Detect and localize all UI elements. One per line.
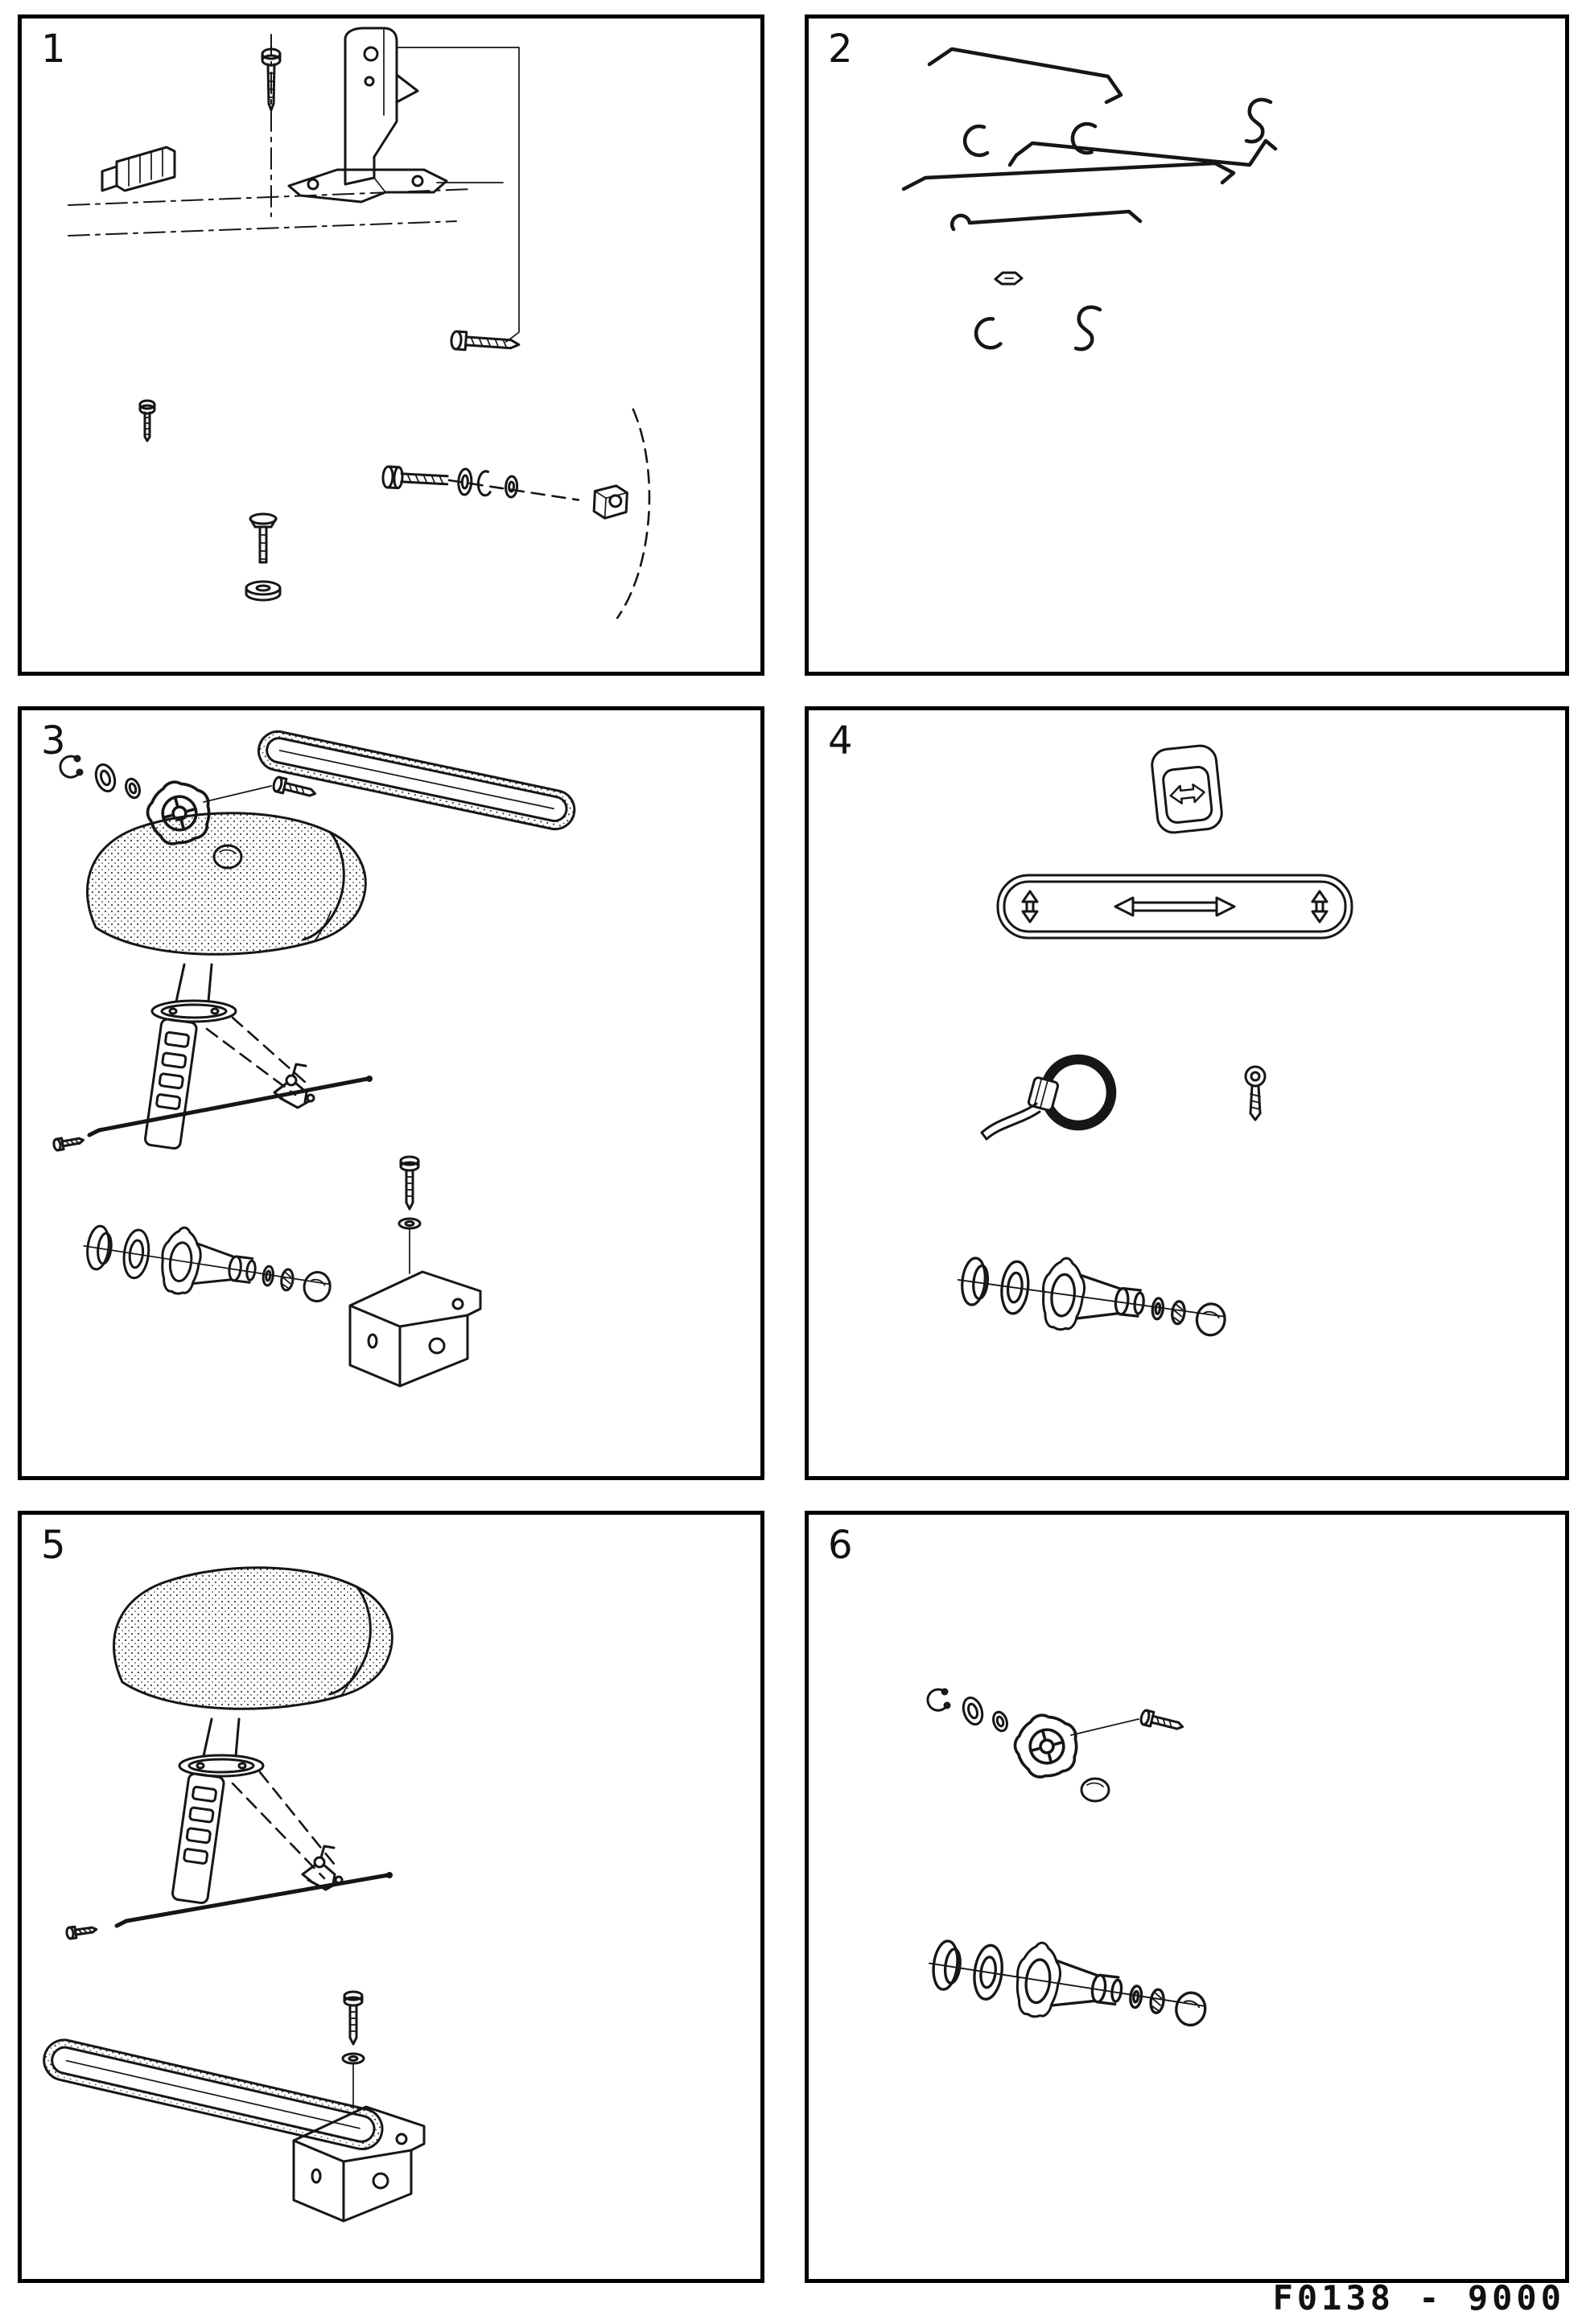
head-restraint-front-illustration [52,730,576,1388]
figure-code: F0138 - 9000 [1272,2278,1565,2318]
panel-number: 6 [828,1523,853,1568]
eye-screw-drawing [1244,1065,1267,1121]
head-restraint-post-drawing [144,963,237,1150]
mounting-bracket-drawing [287,27,448,204]
tapping-screw-drawing [450,330,521,352]
panel-number: 3 [41,718,66,763]
trim-pad-drawing [996,874,1353,940]
clip-nut-drawing [592,484,628,520]
up-down-arrow-icon [1021,890,1039,923]
star-knob-drawing [1013,1713,1078,1779]
lock-rod-drawing [901,161,1236,191]
torsion-rod-drawing [114,1872,393,1928]
bracket-body-drawing [292,2105,426,2223]
c-clip-drawing [1070,121,1098,155]
adjuster-button-illustration [957,744,1353,1337]
panel-3: 3 [18,706,764,1480]
guide-sleeve-assembly-drawing [929,1939,1207,2027]
knob-screw-drawing [1139,1709,1184,1730]
panel-number: 1 [41,27,66,72]
head-restraint-cushion-drawing [112,1566,393,1710]
loop-rod-drawing [950,209,1143,232]
lock-rods-illustration [901,47,1278,352]
knob-and-guide-sleeve-illustration [926,1688,1207,2027]
up-down-arrow-icon [1311,890,1329,923]
head-restraint-post-drawing [171,1717,265,1905]
s-hook-drawing [1073,305,1102,352]
guide-sleeve-assembly-drawing [957,1247,1226,1337]
small-screw-drawing [52,1137,84,1152]
lock-rod-drawing [927,47,1123,105]
small-screw-drawing [138,399,156,442]
flat-screw-and-washer-drawing [245,512,282,602]
slide-button-drawing [1151,744,1223,834]
c-clip-drawing [974,317,1003,350]
spring-clip-drawing [273,1063,315,1109]
bracket-screw-drawing [341,1990,365,2109]
ribbed-clip-drawing [101,146,176,192]
head-restraint-cushion-drawing [85,812,367,956]
torsion-rod-drawing [87,1076,373,1137]
centerline [68,220,457,237]
trim-strip-drawing [257,730,576,831]
c-clip-drawing [962,124,990,158]
panel-2: 2 [805,14,1569,676]
panel-5: 5 [18,1511,764,2283]
left-right-arrow-icon [1169,783,1205,804]
hose-clamp-drawing [980,1054,1117,1141]
panel-number: 4 [828,718,853,763]
small-screw-drawing [65,1925,98,1940]
leader-line [231,1016,307,1084]
bracket-screw-drawing [398,1155,422,1274]
small-clip-drawing [994,271,1024,286]
bracket-and-fasteners-illustration [68,27,651,619]
panel-6: 6 [805,1511,1569,2283]
bracket-body-drawing [348,1270,482,1388]
left-right-arrow-icon [1114,896,1236,917]
knob-screw-drawing [272,775,317,797]
leader-line [231,1782,326,1880]
bolt-washers-and-clip-nut-drawing [381,408,651,619]
knob-cap-drawing [1080,1777,1110,1803]
panel-number: 2 [828,27,853,72]
leader-line [396,47,520,343]
mounting-bracket-drawing [348,1155,482,1388]
adjuster-knob-assembly-drawing [926,1688,1184,1803]
panel-number: 5 [41,1523,66,1568]
s-hook-drawing [1244,97,1273,144]
panel-1: 1 [18,14,764,676]
mounting-bracket-drawing [292,1990,426,2223]
trim-strip-drawing [43,2038,384,2150]
leader-line [205,1027,297,1096]
panel-4: 4 [805,706,1569,1480]
lock-rod-drawing [1007,138,1278,167]
head-restraint-rear-illustration [43,1566,426,2223]
guide-sleeve-assembly-drawing [83,1224,332,1302]
